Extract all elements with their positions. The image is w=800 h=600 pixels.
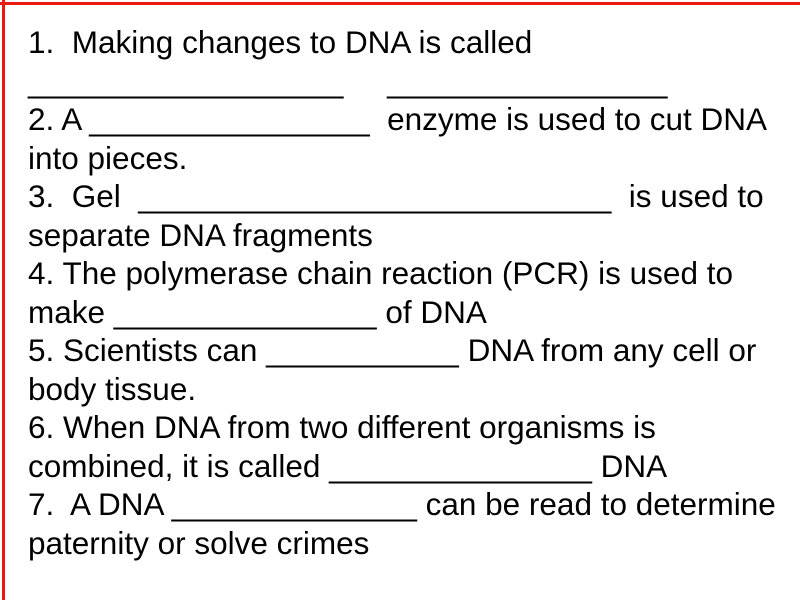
worksheet-line-7: 4. The polymerase chain reaction (PCR) i… [28, 255, 733, 291]
worksheet-line-6: separate DNA fragments [28, 216, 373, 253]
worksheet-line-5: 3. Gel ___________________________ is us… [28, 178, 764, 214]
worksheet-line-3: 2. A ________________ enzyme is used to … [28, 101, 768, 137]
worksheet-text: 1. Making changes to DNA is called _____… [28, 23, 800, 562]
worksheet-line-12: combined, it is called _______________ D… [28, 447, 668, 484]
slide-left-red-border [2, 0, 5, 600]
worksheet-line-10: body tissue. [28, 370, 197, 407]
worksheet-line-13: 7. A DNA ______________ can be read to d… [28, 486, 776, 522]
worksheet-line-8: make _______________ of DNA [28, 293, 487, 330]
worksheet-line-2: __________________ ________________ [28, 62, 668, 99]
worksheet-line-14: paternity or solve crimes [28, 524, 370, 561]
worksheet-line-11: 6. When DNA from two different organisms… [28, 409, 656, 445]
worksheet-line-1: 1. Making changes to DNA is called [28, 24, 533, 60]
worksheet-line-4: into pieces. [28, 139, 188, 176]
slide-top-red-border [0, 2, 800, 5]
worksheet-line-9: 5. Scientists can ___________ DNA from a… [28, 332, 757, 368]
